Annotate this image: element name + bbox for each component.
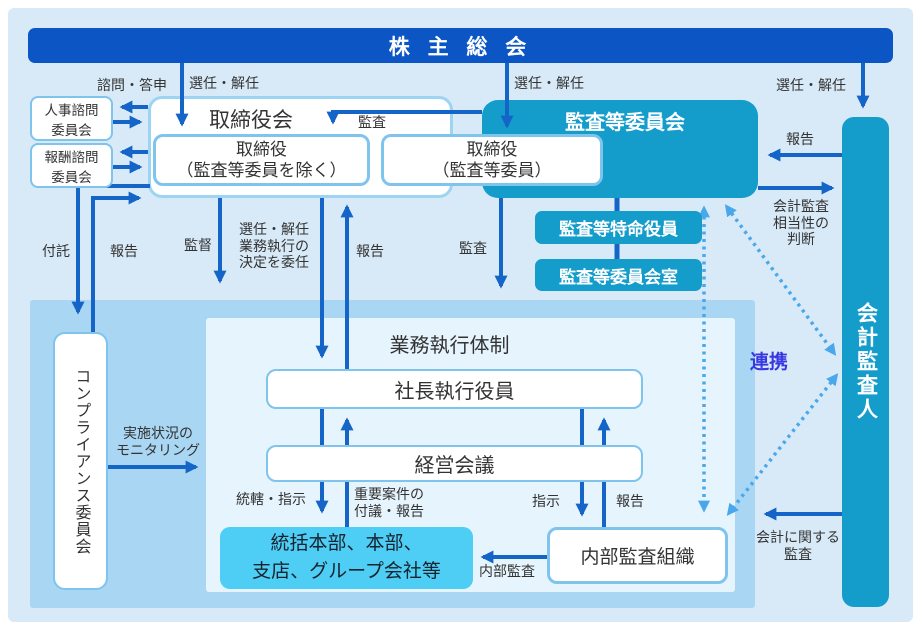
accounting-auditor: 会計監査人 (842, 117, 889, 607)
personnel-advisory-committee: 人事諮問 委員会 (30, 96, 113, 141)
report-bottom-label: 報告 (616, 493, 644, 509)
report-to-committee-label: 報告 (786, 131, 814, 147)
audit-adequacy-label: 会計監査 相当性の 判断 (773, 198, 829, 248)
appoint-dismiss-label-auditor: 選任・解任 (776, 77, 846, 93)
important-matters-label: 重要案件の 付議・報告 (354, 486, 424, 519)
cooperation-dotted-arrows (698, 204, 839, 516)
appoint-dismiss-label-board: 選任・解任 (189, 75, 259, 91)
headquarters-branches-group: 統括本部、本部、 支店、グループ会社等 (220, 527, 473, 589)
shareholders-meeting: 株 主 総 会 (28, 28, 893, 63)
audit-mid-label: 監査 (459, 240, 487, 256)
audit-committee-office: 監査等委員会室 (535, 259, 702, 291)
supervise-label: 監督 (184, 237, 212, 253)
compensation-advisory-committee: 報酬諮問 委員会 (30, 143, 113, 188)
audit-special-officer: 監査等特命役員 (535, 211, 702, 244)
internal-audit-organization: 内部監査組織 (547, 527, 728, 584)
advisory-report-label: 諮問・答申 (97, 77, 167, 93)
execution-system-title: 業務執行体制 (389, 335, 510, 357)
board-of-directors-title: 取締役会 (209, 109, 293, 132)
directors-excluding-audit-members: 取締役 （監査等委員を除く） (153, 134, 370, 186)
audit-committee-title: 監査等委員会 (565, 112, 685, 134)
internal-audit-label: 内部監査 (479, 563, 535, 579)
compliance-committee: コンプライアンス委員会 (53, 332, 108, 590)
directors-audit-members: 取締役 （監査等委員） (381, 134, 603, 186)
management-meeting: 経営会議 (266, 445, 643, 482)
accounting-audit-label: 会計に関する 監査 (756, 529, 840, 562)
report-compliance-label: 報告 (110, 243, 138, 259)
audit-of-board-label: 監査 (358, 114, 386, 130)
direct-label: 指示 (532, 493, 560, 509)
appoint-dismiss-label-audit: 選任・解任 (514, 75, 584, 91)
delegate-label: 選任・解任 業務執行の 決定を委任 (239, 221, 309, 271)
report-president-label: 報告 (356, 243, 384, 259)
entrust-label: 付託 (42, 243, 70, 259)
cooperation-label: 連携 (750, 352, 789, 373)
president-executive-officer: 社長執行役員 (266, 369, 643, 409)
monitoring-label: 実施状況の モニタリング (116, 425, 200, 458)
control-direct-label: 統轄・指示 (236, 491, 306, 507)
